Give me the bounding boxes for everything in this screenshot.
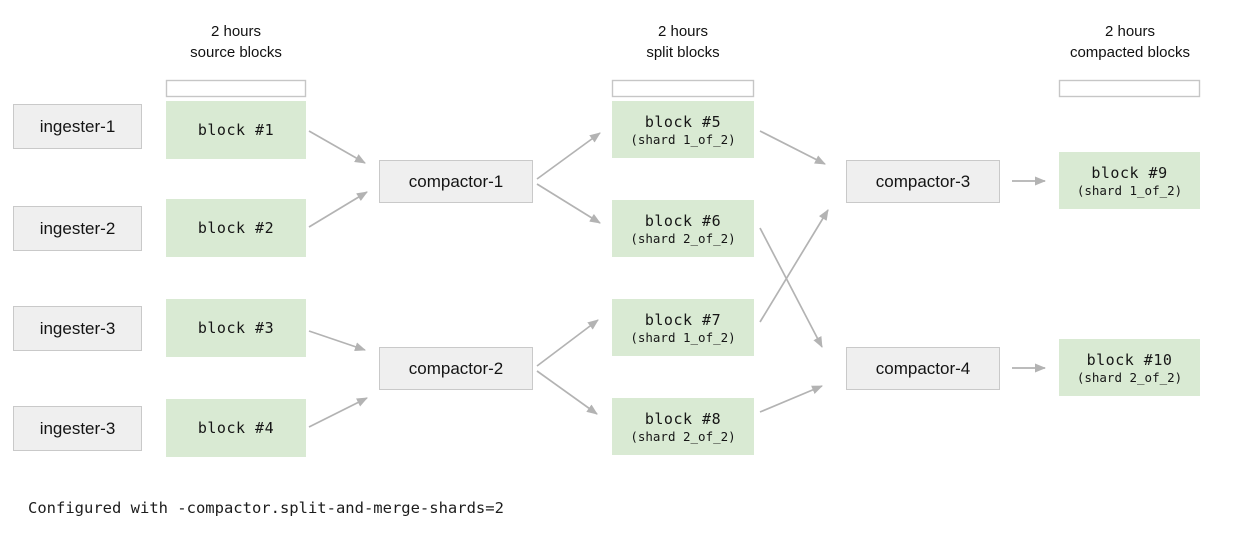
split-block-7-label: block #7 [644, 310, 722, 329]
split-block-8-shard: (shard 2_of_2) [630, 428, 736, 444]
source-block-4: block #4 [166, 399, 306, 457]
compacted-block-9: block #9 (shard 1_of_2) [1059, 152, 1200, 209]
arrow-block7-to-compactor3 [759, 209, 829, 323]
compactor-1-box: compactor-1 [379, 160, 533, 203]
split-block-6-label: block #6 [644, 211, 722, 230]
footer-caption: Configured with -compactor.split-and-mer… [28, 499, 504, 517]
arrow-block8-to-compactor4 [759, 385, 823, 413]
split-block-7: block #7 (shard 1_of_2) [612, 299, 754, 356]
ingester-2-box: ingester-2 [13, 206, 142, 251]
ingester-1-box: ingester-1 [13, 104, 142, 149]
header-compacted-blocks: 2 hours compacted blocks [1020, 21, 1236, 63]
split-block-5-label: block #5 [644, 112, 722, 131]
split-block-5-shard: (shard 1_of_2) [630, 131, 736, 147]
arrow-compactor1-to-block5 [536, 132, 601, 180]
split-block-8: block #8 (shard 2_of_2) [612, 398, 754, 455]
arrow-compactor2-to-block7 [536, 319, 599, 367]
header-split-line2: split blocks [646, 44, 720, 61]
split-block-6: block #6 (shard 2_of_2) [612, 200, 754, 257]
compactor-2-box: compactor-2 [379, 347, 533, 390]
split-block-5: block #5 (shard 1_of_2) [612, 101, 754, 158]
arrow-block2-to-compactor1 [308, 191, 368, 228]
arrow-compactor1-to-block6 [536, 183, 601, 224]
bracket-compacted-blocks [1058, 79, 1201, 98]
arrow-block4-to-compactor2 [308, 397, 368, 428]
source-block-1-label: block #1 [197, 121, 275, 139]
source-block-2: block #2 [166, 199, 306, 257]
arrow-block3-to-compactor2 [308, 330, 366, 352]
compacted-block-10-label: block #10 [1086, 350, 1173, 369]
ingester-3a-box: ingester-3 [13, 306, 142, 351]
compacted-block-9-label: block #9 [1091, 163, 1168, 182]
source-block-3-label: block #3 [197, 319, 275, 337]
ingester-3b-box: ingester-3 [13, 406, 142, 451]
source-block-4-label: block #4 [197, 419, 275, 437]
header-split-line1: 2 hours [657, 23, 709, 40]
header-split-blocks: 2 hours split blocks [573, 21, 793, 63]
source-block-1: block #1 [166, 101, 306, 159]
compacted-block-10-shard: (shard 2_of_2) [1076, 369, 1183, 385]
header-compacted-line2: compacted blocks [1069, 44, 1191, 61]
split-block-8-label: block #8 [644, 409, 722, 428]
compacted-block-9-shard: (shard 1_of_2) [1076, 182, 1183, 198]
split-block-6-shard: (shard 2_of_2) [630, 230, 736, 246]
arrow-compactor2-to-block8 [536, 370, 598, 415]
arrow-block5-to-compactor3 [759, 130, 826, 165]
header-compacted-line1: 2 hours [1104, 23, 1156, 40]
header-source-line2: source blocks [190, 44, 282, 61]
bracket-source-blocks [165, 79, 307, 98]
source-block-2-label: block #2 [197, 219, 275, 237]
compactor-4-box: compactor-4 [846, 347, 1000, 390]
arrow-block1-to-compactor1 [308, 130, 366, 164]
split-block-7-shard: (shard 1_of_2) [630, 329, 736, 345]
header-source-line1: 2 hours [210, 23, 262, 40]
header-source-blocks: 2 hours source blocks [126, 21, 346, 63]
bracket-split-blocks [611, 79, 755, 98]
compactor-3-box: compactor-3 [846, 160, 1000, 203]
compacted-block-10: block #10 (shard 2_of_2) [1059, 339, 1200, 396]
arrow-block6-to-compactor4 [759, 227, 823, 348]
source-block-3: block #3 [166, 299, 306, 357]
